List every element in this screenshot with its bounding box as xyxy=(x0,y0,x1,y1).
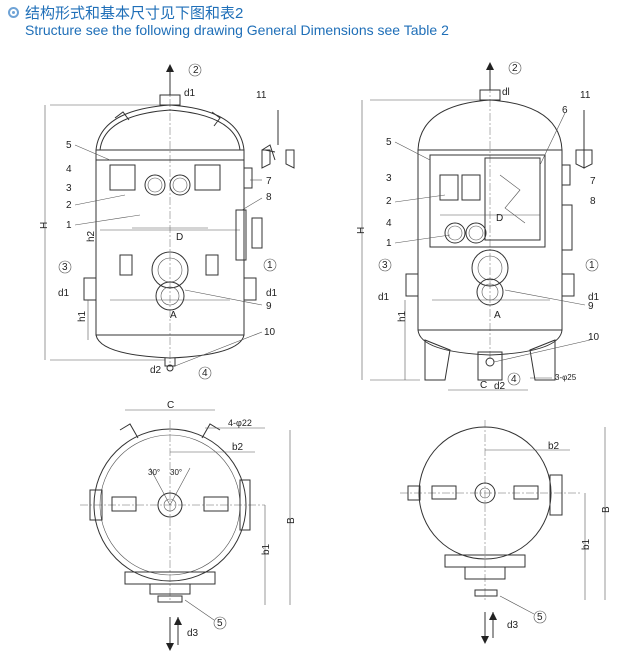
label-C: C xyxy=(167,400,174,411)
label-10: 10 xyxy=(264,327,276,338)
section-title: 结构形式和基本尺寸见下图和表2 xyxy=(8,2,243,23)
label-9: 9 xyxy=(266,301,272,312)
label-2: 2 xyxy=(66,200,72,211)
label-d3: d3 xyxy=(507,620,519,631)
label-6: 6 xyxy=(562,105,568,116)
label-H: H xyxy=(39,222,50,229)
label-B: B xyxy=(601,506,612,513)
label-7: 7 xyxy=(266,176,272,187)
label-d1-left: d1 xyxy=(378,292,390,303)
label-d2: d2 xyxy=(150,365,162,376)
label-D: D xyxy=(496,213,503,224)
label-d1-left: d1 xyxy=(58,288,70,299)
label-p1: 1 xyxy=(267,260,273,271)
front-view-left: 2 d1 11 5 4 3 2 1 H h2 D 7 8 3 1 d1 d1 9… xyxy=(39,63,295,380)
label-b1: b1 xyxy=(261,543,272,555)
label-2: 2 xyxy=(386,196,392,207)
label-p1: 1 xyxy=(589,260,595,271)
label-p3: 3 xyxy=(62,262,68,273)
label-D: D xyxy=(176,232,183,243)
label-4: 4 xyxy=(386,218,392,229)
label-p2: 2 xyxy=(512,63,518,74)
label-3: 3 xyxy=(386,173,392,184)
plan-view-left: C 4-φ22 30° 30° b2 B b1 5 d3 xyxy=(80,400,297,651)
label-angle-left: 30° xyxy=(148,468,160,477)
plan-view-right: b2 B b1 5 d3 xyxy=(400,420,612,644)
label-angle-right: 30° xyxy=(170,468,182,477)
label-d1-top: dl xyxy=(502,87,510,98)
label-3: 3 xyxy=(66,183,72,194)
label-11: 11 xyxy=(580,90,591,101)
label-11: 11 xyxy=(256,90,267,101)
label-H: H xyxy=(356,227,367,234)
label-b2: b2 xyxy=(232,442,244,453)
label-d3: d3 xyxy=(187,628,199,639)
label-A: A xyxy=(170,310,177,321)
label-B: B xyxy=(286,517,297,524)
label-b1: b1 xyxy=(581,538,592,550)
label-5: 5 xyxy=(66,140,72,151)
label-5: 5 xyxy=(386,137,392,148)
label-holes: 3-φ25 xyxy=(555,373,577,382)
label-p5: 5 xyxy=(217,618,223,629)
label-p4: 4 xyxy=(202,368,208,379)
label-h1: h1 xyxy=(77,310,88,322)
front-view-right: 2 dl 11 6 5 7 3 8 2 4 1 H D 3 1 d1 d1 9 … xyxy=(356,61,600,392)
label-p4: 4 xyxy=(511,374,517,385)
title-cn: 结构形式和基本尺寸见下图和表2 xyxy=(25,5,244,22)
label-10: 10 xyxy=(588,332,600,343)
label-d2: d2 xyxy=(494,381,506,392)
label-8: 8 xyxy=(590,196,596,207)
bullet-circle-icon xyxy=(8,7,19,18)
label-d1-right: d1 xyxy=(266,288,278,299)
label-p3: 3 xyxy=(382,260,388,271)
label-1: 1 xyxy=(66,220,72,231)
label-9: 9 xyxy=(588,301,594,312)
label-4: 4 xyxy=(66,164,72,175)
label-p5: 5 xyxy=(537,612,543,623)
label-h1: h1 xyxy=(397,310,408,322)
label-8: 8 xyxy=(266,192,272,203)
label-b2: b2 xyxy=(548,441,560,452)
title-en: Structure see the following drawing Gene… xyxy=(25,22,449,38)
label-C: C xyxy=(480,380,487,391)
label-1: 1 xyxy=(386,238,392,249)
label-A: A xyxy=(494,310,501,321)
label-holes: 4-φ22 xyxy=(228,418,252,428)
label-h2: h2 xyxy=(86,230,97,242)
label-p2: 2 xyxy=(193,65,199,76)
label-d1-right: d1 xyxy=(588,292,600,303)
label-7: 7 xyxy=(590,176,596,187)
label-d1-top: d1 xyxy=(184,88,196,99)
